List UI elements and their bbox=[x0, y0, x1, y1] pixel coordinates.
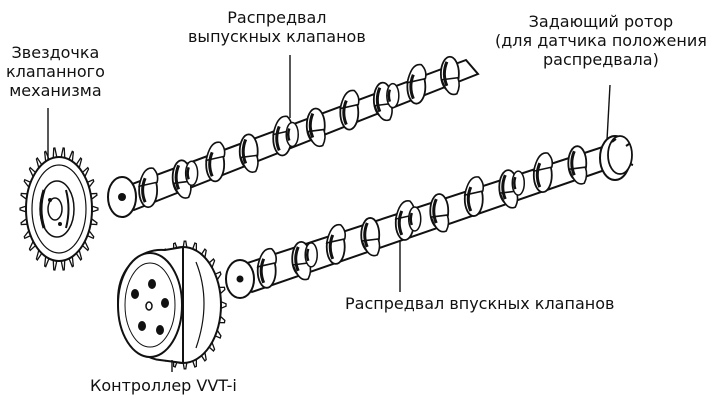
timing-rotor bbox=[599, 135, 634, 181]
exhaust-cam-lobe bbox=[372, 81, 400, 122]
exhaust-cam-lobe bbox=[305, 107, 326, 147]
rotor-label-line-3: распредвала) bbox=[543, 50, 659, 69]
exhaust-cam-lobe bbox=[339, 89, 360, 131]
intake-camshaft-label: Распредвал впускных клапанов bbox=[345, 294, 615, 313]
exhaust-label-line-2: выпускных клапанов bbox=[188, 27, 366, 46]
sprocket-label: Звездочка клапанного механизма bbox=[6, 43, 105, 100]
intake-cam-lobe bbox=[463, 176, 485, 217]
intake-cam-lobe bbox=[291, 240, 318, 281]
sprocket-label-line-1: Звездочка bbox=[11, 43, 100, 62]
intake-cam-lobe bbox=[429, 193, 450, 233]
intake-cam-lobe bbox=[532, 152, 554, 194]
rotor-label-line-2: (для датчика положения bbox=[495, 31, 707, 50]
exhaust-label-line-1: Распредвал bbox=[227, 8, 327, 27]
exhaust-cam-lobe bbox=[138, 167, 159, 209]
sprocket-label-line-3: механизма bbox=[9, 81, 102, 100]
exhaust-cam-lobe bbox=[439, 55, 460, 96]
rotor-label-line-1: Задающий ротор bbox=[528, 12, 674, 31]
intake-cam-lobe bbox=[394, 200, 422, 241]
exhaust-cam-lobe bbox=[238, 133, 259, 173]
exhaust-cam-lobe bbox=[272, 115, 299, 157]
intake-cam-lobe bbox=[256, 247, 278, 289]
leader-rotor bbox=[606, 84, 611, 141]
exhaust-cam-lobe bbox=[205, 141, 226, 183]
exhaust-cam-lobe bbox=[406, 63, 427, 105]
exhaust-camshaft-label: Распредвал выпускных клапанов bbox=[188, 8, 366, 46]
intake-cam-lobe bbox=[325, 223, 347, 265]
intake-cam-lobe bbox=[360, 217, 381, 257]
intake-cam-lobe bbox=[567, 145, 588, 185]
vvt-controller-label: Контроллер VVT-i bbox=[90, 376, 237, 395]
intake-cam-lobes bbox=[256, 145, 588, 289]
exhaust-camshaft bbox=[107, 55, 480, 218]
timing-rotor-label: Задающий ротор (для датчика положения ра… bbox=[495, 12, 707, 69]
exhaust-cam-lobe bbox=[171, 159, 199, 199]
exhaust-cam-lobes bbox=[138, 55, 460, 209]
intake-cam-lobe bbox=[498, 169, 526, 209]
intake-camshaft bbox=[225, 135, 634, 299]
sprocket-label-line-2: клапанного bbox=[6, 62, 105, 81]
leader-lines bbox=[47, 55, 611, 372]
vvt-controller bbox=[116, 240, 227, 370]
camshaft-sprocket bbox=[19, 147, 99, 271]
